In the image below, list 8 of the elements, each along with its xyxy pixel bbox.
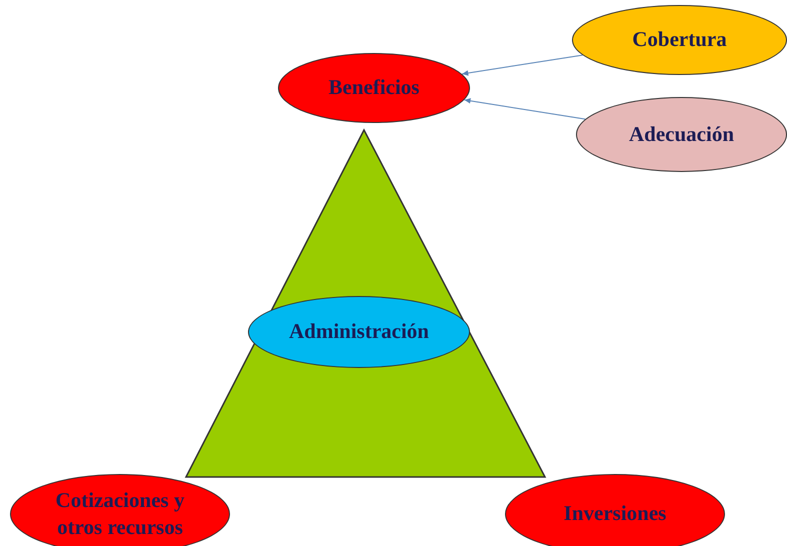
node-label: Beneficios	[328, 74, 420, 102]
node-label: Administración	[288, 318, 429, 346]
node-label: Cobertura	[632, 26, 727, 54]
arrow	[464, 98, 586, 120]
node-label: Adecuación	[629, 120, 734, 148]
node-label: Cotizaciones y otros recursos	[54, 486, 186, 541]
node-label: Inversiones	[564, 500, 666, 528]
arrow	[461, 54, 584, 76]
